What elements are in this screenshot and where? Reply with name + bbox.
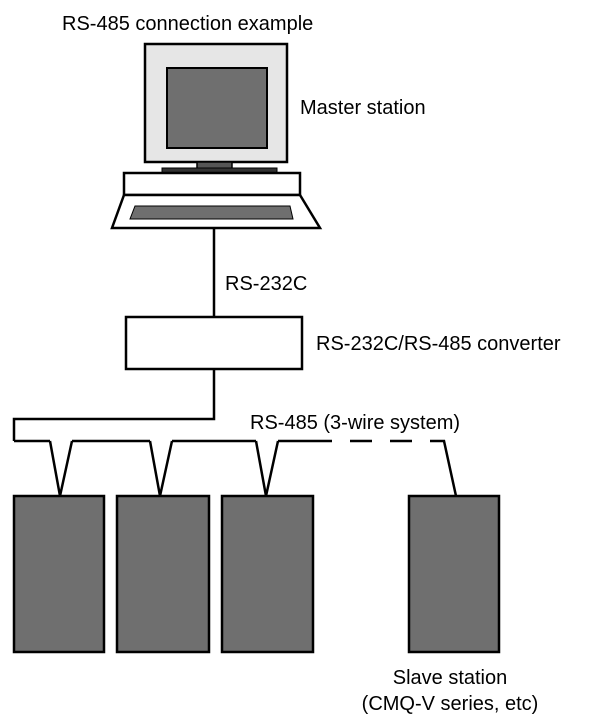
converter-box xyxy=(124,315,304,371)
rs232c-label: RS-232C xyxy=(225,273,308,295)
slave-station-label-line2: (CMQ-V series, etc) xyxy=(361,693,539,715)
computer-icon xyxy=(110,42,323,230)
converter-label: RS-232C/RS-485 converter xyxy=(316,333,561,355)
diagram-title: RS-485 connection example xyxy=(62,13,314,35)
keyboard-keys xyxy=(129,205,294,220)
bus-drop-1 xyxy=(48,440,74,497)
monitor-screen xyxy=(166,67,268,149)
master-station-label: Master station xyxy=(300,97,426,119)
slave-station-2 xyxy=(115,494,211,654)
slave-station-3 xyxy=(220,494,315,654)
slave-station-1 xyxy=(12,494,106,654)
bus-drop-2 xyxy=(148,440,174,497)
rs485-label: RS-485 (3-wire system) xyxy=(250,412,461,434)
computer-base xyxy=(122,171,302,197)
bus-drop-3 xyxy=(254,440,280,497)
converter-to-bus xyxy=(12,369,216,441)
slave-station-label-line1: Slave station xyxy=(392,667,508,689)
slave-station-4 xyxy=(407,494,501,654)
bus-segment-4 xyxy=(430,439,458,497)
